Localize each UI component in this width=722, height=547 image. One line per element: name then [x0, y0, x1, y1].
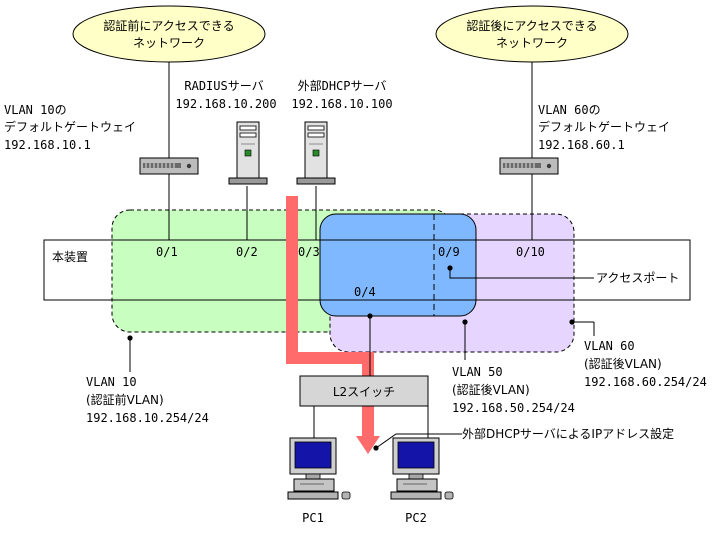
- vlan60-desc: (認証後VLAN): [584, 356, 662, 371]
- l2-switch-label: L2スイッチ: [333, 385, 395, 399]
- pre-auth-cloud-line2: ネットワーク: [133, 36, 205, 50]
- post-auth-cloud-line2: ネットワーク: [496, 36, 568, 50]
- port-label-0-9: 0/9: [438, 245, 460, 259]
- post-auth-network-cloud: [435, 5, 629, 63]
- port-label-0-1: 0/1: [156, 245, 178, 259]
- dhcp-flow-arrow-head: [356, 436, 380, 454]
- vlan50-name: VLAN 50: [452, 365, 503, 379]
- vlan60-gateway-line1: VLAN 60の: [538, 103, 601, 117]
- vlan10-gateway-router-icon: [139, 157, 199, 175]
- vlan50-desc: (認証後VLAN): [452, 382, 530, 397]
- pc2-label: PC2: [405, 511, 427, 525]
- post-auth-cloud-line1: 認証後にアクセスできる: [466, 18, 597, 33]
- vlan50-zone: [319, 213, 477, 317]
- port-label-0-3: 0/3: [298, 245, 320, 259]
- vlan10-gateway-line1: VLAN 10の: [4, 103, 67, 117]
- vlan10-desc: (認証前VLAN): [86, 392, 164, 407]
- port-label-0-4: 0/4: [354, 285, 376, 299]
- pc2-icon: [390, 437, 454, 500]
- access-port-callout-label: アクセスポート: [596, 271, 679, 285]
- vlan10-subnet: 192.168.10.254/24: [86, 411, 209, 425]
- vlan10-gateway-line2: デフォルトゲートウェイ: [4, 119, 136, 134]
- access-port-callout-line: [449, 268, 594, 279]
- vlan60-gateway-line2: デフォルトゲートウェイ: [538, 119, 670, 134]
- vlan10-gateway-ip: 192.168.10.1: [4, 138, 91, 152]
- dhcp-server-name: 外部DHCPサーバ: [298, 78, 387, 93]
- pc1-label: PC1: [302, 511, 324, 525]
- device-box: [43, 239, 691, 301]
- l2-switch-box: [299, 375, 429, 407]
- vlan60-gateway-router-icon: [499, 157, 559, 175]
- port-label-0-2: 0/2: [236, 245, 258, 259]
- dhcp-setting-callout-line: [375, 433, 462, 449]
- vlan10-name: VLAN 10: [86, 375, 137, 389]
- port-label-0-10: 0/10: [516, 245, 545, 259]
- vlan60-subnet: 192.168.60.254/24: [584, 375, 707, 389]
- radius-server-ip: 192.168.10.200: [175, 97, 276, 111]
- pc1-icon: [287, 437, 351, 500]
- radius-server-icon: [228, 121, 268, 185]
- vlan60-name: VLAN 60: [584, 339, 635, 353]
- dhcp-server-icon: [296, 121, 336, 185]
- pre-auth-network-cloud: [72, 5, 266, 63]
- device-label: 本装置: [52, 250, 88, 264]
- radius-server-name: RADIUSサーバ: [184, 79, 263, 93]
- pre-auth-cloud-line1: 認証前にアクセスできる: [103, 18, 234, 33]
- dhcp-setting-callout-label: 外部DHCPサーバによるIPアドレス設定: [462, 426, 674, 441]
- vlan60-gateway-ip: 192.168.60.1: [538, 138, 625, 152]
- vlan50-subnet: 192.168.50.254/24: [452, 401, 575, 415]
- dhcp-server-ip: 192.168.10.100: [291, 97, 392, 111]
